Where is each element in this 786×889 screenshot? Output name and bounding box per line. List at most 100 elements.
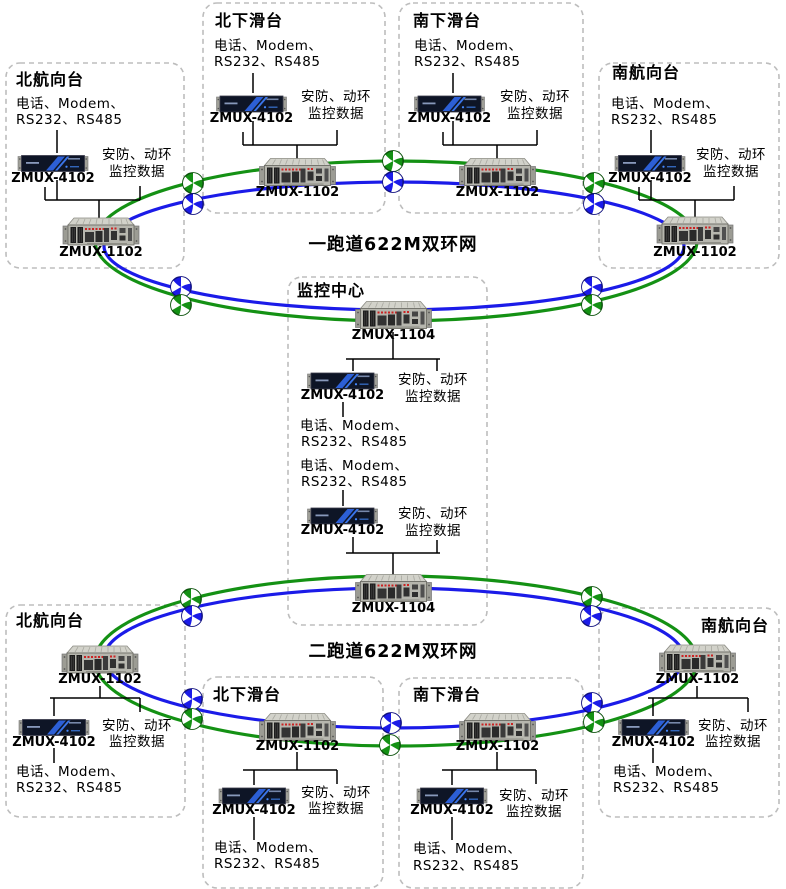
serial-label: RS232、RS485 [611,112,717,128]
globe-icon [382,171,404,193]
bus-ring2-north-localizer [50,686,141,763]
bus-ring2-south-glideslope [442,752,537,840]
station-title: 北下滑台 [213,685,281,704]
station-title: 北航向台 [16,611,84,630]
phone-modem-label: 电话、Modem、 [214,38,322,54]
device-label-zmux-1104: ZMUX-1104 [352,328,435,343]
device-label-zmux-1102: ZMUX-1102 [256,739,339,754]
phone-modem-label: 电话、Modem、 [613,764,721,780]
device-label-zmux-1102: ZMUX-1102 [656,672,739,687]
serial-label: RS232、RS485 [16,112,122,128]
security-label-line1: 安防、动环 [301,89,371,105]
phone-modem-label: 电话、Modem、 [214,840,322,856]
ring2-title: 二跑道622M双环网 [309,641,478,662]
security-label-line1: 安防、动环 [696,147,766,163]
security-label-line1: 安防、动环 [102,718,172,734]
station-title: 南下滑台 [413,11,481,30]
device-zmux-1102 [61,645,139,674]
station-title: 北航向台 [16,70,84,89]
device-zmux-1102 [259,713,336,741]
device-zmux-1102 [459,713,536,741]
phone-modem-label: 电话、Modem、 [16,764,124,780]
serial-label: RS232、RS485 [413,858,519,874]
bus-ring2-north-glideslope [243,752,338,840]
phone-modem-label: 电话、Modem、 [16,96,124,112]
labels: 北航向台 北下滑台 南下滑台 南航向台 监控中心 北航向台 北下滑台 南下滑台 … [11,11,769,874]
phone-modem-label: 电话、Modem、 [414,38,522,54]
security-label-line1: 安防、动环 [301,785,371,801]
security-label-line1: 安防、动环 [499,788,569,804]
serial-label: RS232、RS485 [301,434,407,450]
globe-icon [380,712,402,734]
globe-icon [580,605,602,627]
station-title: 南航向台 [612,63,680,82]
bus-control-center [342,332,440,575]
serial-label: RS232、RS485 [214,856,320,872]
device-zmux-4102 [17,155,89,172]
device-label-zmux-1102: ZMUX-1102 [59,245,142,260]
globe-icon [581,586,603,608]
device-zmux-1102 [459,158,536,186]
device-zmux-4102 [618,719,689,736]
security-label-line2: 监控数据 [705,734,761,750]
serial-label: RS232、RS485 [16,780,122,796]
globe-icon [581,692,603,714]
device-label-zmux-1102: ZMUX-1102 [58,672,141,687]
device-label-zmux-1102: ZMUX-1102 [256,185,339,200]
bus-ring1-north-glideslope [242,73,338,159]
globe-icon [182,172,204,194]
security-label-line1: 安防、动环 [398,372,468,388]
station-title: 北下滑台 [215,11,283,30]
globe-icon [382,150,404,172]
device-label-zmux-1102: ZMUX-1102 [456,739,539,754]
serial-label: RS232、RS485 [214,54,320,70]
phone-modem-label: 电话、Modem、 [300,418,408,434]
device-zmux-4102 [614,155,686,172]
security-label-line2: 监控数据 [308,106,364,122]
bus-ring1-north-localizer [44,130,141,219]
security-label-line2: 监控数据 [405,523,461,539]
device-label-zmux-4102: ZMUX-4102 [410,803,493,818]
security-label-line2: 监控数据 [507,106,563,122]
station-title: 南航向台 [701,616,769,635]
device-zmux-1102 [62,217,140,246]
device-zmux-4102 [307,372,378,390]
security-label-line1: 安防、动环 [398,506,468,522]
device-label-zmux-4102: ZMUX-4102 [408,111,491,126]
box-ring1-north-glideslope [202,2,386,214]
security-label-line1: 安防、动环 [500,89,570,105]
phone-modem-label: 电话、Modem、 [611,96,719,112]
security-label-line2: 监控数据 [405,389,461,405]
box-ring2-south-glideslope [398,677,584,889]
globe-icon [583,193,605,215]
serial-label: RS232、RS485 [301,474,407,490]
security-label-line2: 监控数据 [109,164,165,180]
device-label-zmux-1104: ZMUX-1104 [352,601,435,616]
device-label-zmux-4102: ZMUX-4102 [212,803,295,818]
device-zmux-4102 [416,787,488,805]
device-zmux-1102 [656,216,734,245]
connector-lines [44,73,749,840]
device-zmux-4102 [218,787,290,805]
device-zmux-1102 [259,158,336,186]
device-label-zmux-4102: ZMUX-4102 [301,523,384,538]
serial-label: RS232、RS485 [613,780,719,796]
globe-icon [170,294,192,316]
device-label-zmux-4102: ZMUX-4102 [210,111,293,126]
globe-icon [583,711,605,733]
device-label-zmux-4102: ZMUX-4102 [612,735,695,750]
globe-icon [181,605,203,627]
bus-ring2-south-localizer [648,686,749,763]
phone-modem-label: 电话、Modem、 [413,841,521,857]
security-label-line1: 安防、动环 [698,718,768,734]
security-label-line2: 监控数据 [506,804,562,820]
box-ring1-south-localizer [598,62,780,269]
device-label-zmux-4102: ZMUX-4102 [12,735,95,750]
device-label-zmux-4102: ZMUX-4102 [301,388,384,403]
box-ring2-north-glideslope [202,676,384,889]
device-zmux-4102 [414,95,485,113]
device-label-zmux-1102: ZMUX-1102 [456,185,539,200]
device-zmux-1104 [355,574,432,602]
globe-icon [583,172,605,194]
